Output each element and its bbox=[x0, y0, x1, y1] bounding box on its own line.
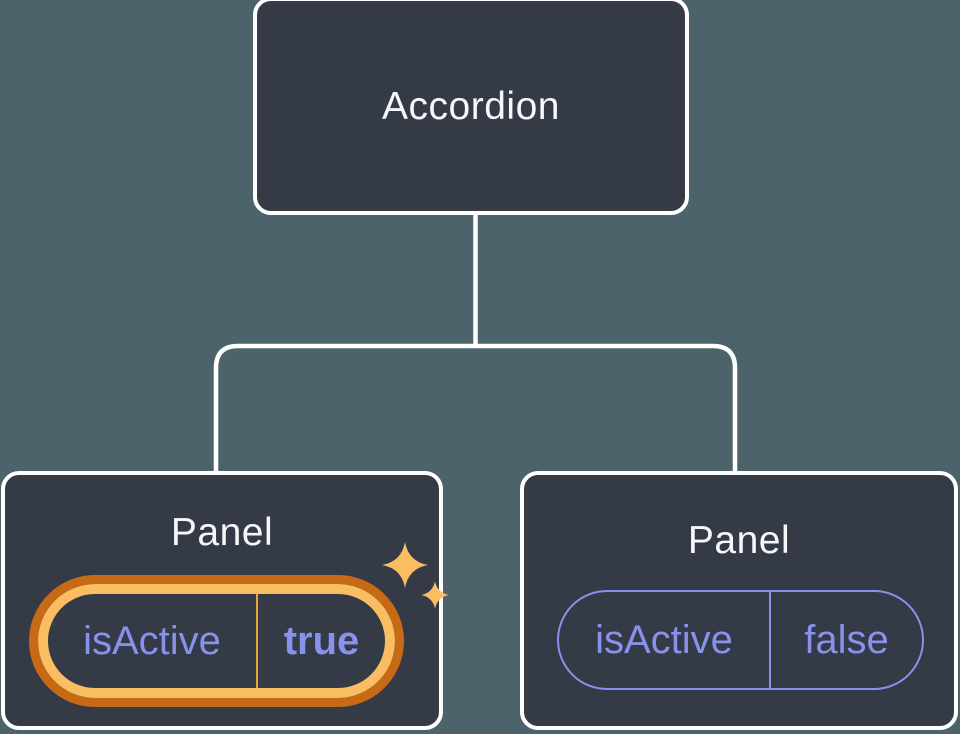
prop-pill-active: isActive true bbox=[29, 575, 404, 707]
accordion-node-label: Accordion bbox=[382, 84, 560, 128]
panel-node-active: Panel isActive true bbox=[1, 471, 443, 730]
prop-value-cell: false bbox=[771, 592, 922, 688]
prop-value: true bbox=[283, 619, 360, 663]
prop-name-cell: isActive bbox=[48, 594, 256, 688]
prop-name-cell: isActive bbox=[559, 592, 769, 688]
panel-node-inactive: Panel isActive false bbox=[520, 471, 958, 730]
panel-title: Panel bbox=[687, 519, 791, 562]
prop-pill-divider bbox=[256, 594, 258, 688]
sparkles-icon bbox=[382, 542, 449, 609]
prop-pill-divider bbox=[769, 592, 771, 688]
sparkle-large bbox=[382, 542, 428, 588]
accordion-node: Accordion bbox=[253, 0, 689, 215]
prop-value: false bbox=[804, 618, 889, 662]
prop-pill-active-inner: isActive true bbox=[48, 594, 385, 688]
prop-name: isActive bbox=[595, 618, 733, 662]
panel-title: Panel bbox=[170, 511, 274, 554]
prop-pill-inactive: isActive false bbox=[557, 590, 924, 690]
sparkle-small bbox=[421, 581, 449, 609]
prop-pill-inactive-inner: isActive false bbox=[559, 592, 922, 688]
prop-name: isActive bbox=[83, 619, 221, 663]
prop-value-cell: true bbox=[258, 594, 385, 688]
connector-branch-bracket bbox=[213, 343, 738, 475]
